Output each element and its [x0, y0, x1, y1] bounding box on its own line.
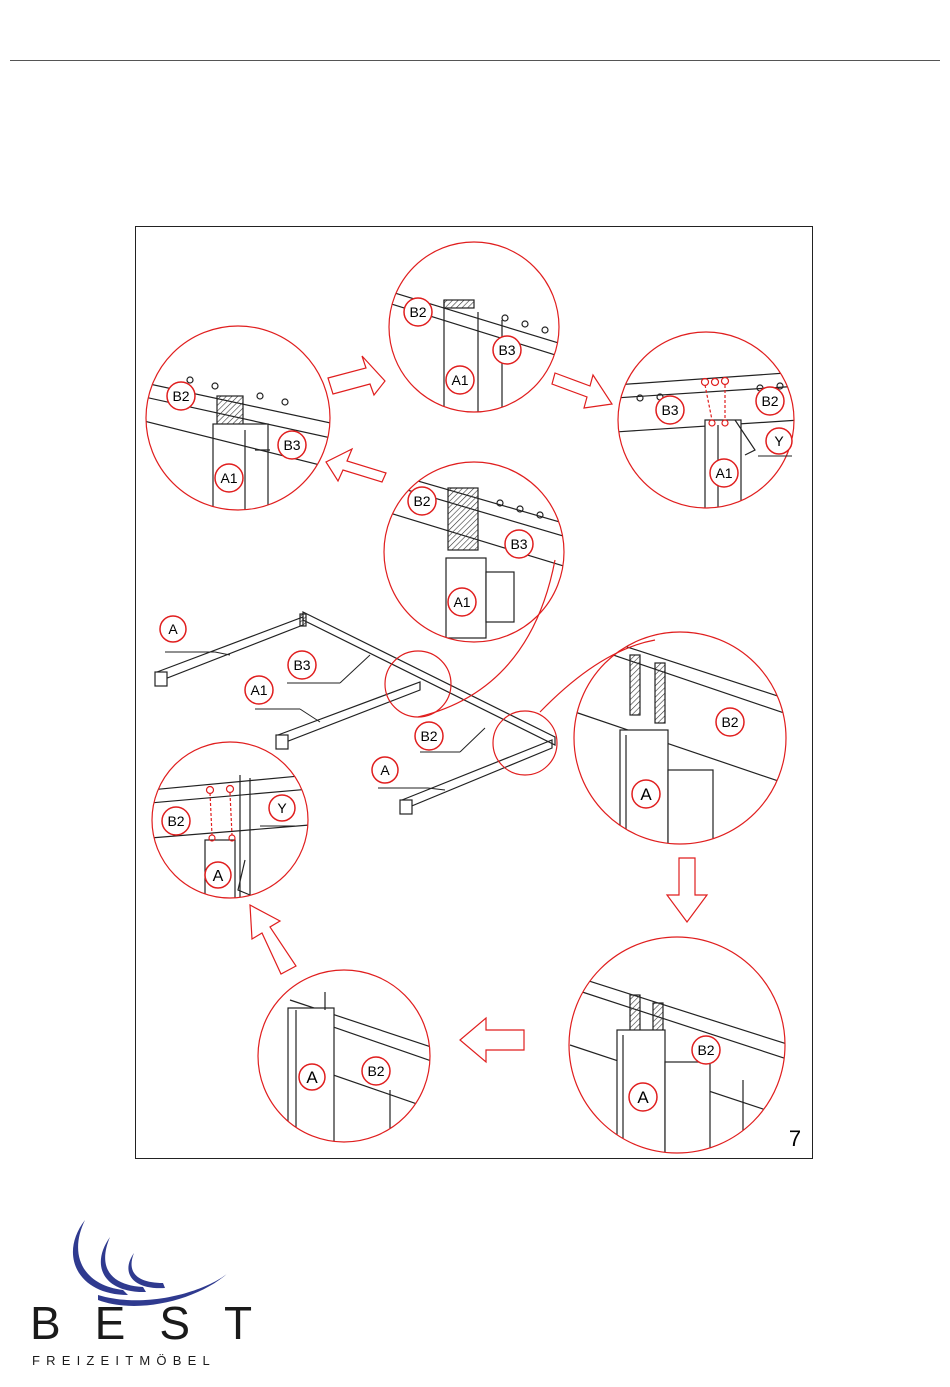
arrow-right-2 [552, 373, 612, 408]
arrow-right-1 [328, 356, 385, 395]
svg-text:B2: B2 [409, 304, 426, 320]
svg-text:B2: B2 [721, 714, 738, 730]
label-b2-c3: B2 [756, 387, 784, 415]
label-b3-c4: B3 [505, 530, 533, 558]
arrow-down-1 [667, 858, 707, 922]
svg-text:A: A [213, 868, 224, 885]
svg-text:A1: A1 [715, 465, 732, 481]
label-a-c5: A [632, 780, 660, 808]
detail-circle-5 [574, 630, 790, 850]
label-b3-c1: B3 [278, 431, 306, 459]
svg-text:A: A [380, 762, 390, 778]
svg-text:B3: B3 [293, 657, 310, 673]
svg-text:A1: A1 [220, 470, 237, 486]
brand-tagline: FREIZEITMÖBEL [32, 1354, 216, 1367]
label-b2-main: B2 [415, 722, 443, 750]
svg-text:B3: B3 [510, 536, 527, 552]
svg-text:Y: Y [774, 433, 784, 449]
label-a-c6: A [205, 862, 231, 888]
page-number: 7 [789, 1126, 801, 1151]
detail-circle-2 [385, 242, 565, 420]
label-b2-c1: B2 [167, 382, 195, 410]
label-b3-c2: B3 [493, 336, 521, 364]
wave-swoosh-logo-icon [28, 1215, 288, 1375]
svg-text:B2: B2 [172, 388, 189, 404]
arrow-up-1 [250, 905, 296, 974]
detail-circle-4 [380, 462, 570, 642]
svg-text:A1: A1 [453, 594, 470, 610]
label-a-c7: A [299, 1064, 325, 1090]
svg-text:B3: B3 [498, 342, 515, 358]
svg-text:B2: B2 [167, 813, 184, 829]
label-a-main-1: A [160, 616, 186, 642]
svg-text:A: A [168, 621, 178, 637]
svg-text:A1: A1 [451, 372, 468, 388]
label-y-c6: Y [269, 795, 295, 821]
svg-text:A: A [637, 1088, 649, 1107]
label-a1-c1: A1 [215, 464, 243, 492]
svg-text:A: A [306, 1068, 318, 1087]
svg-text:B2: B2 [761, 393, 778, 409]
label-a1-c4: A1 [448, 588, 476, 616]
detail-circle-3 [615, 332, 800, 520]
svg-text:B2: B2 [413, 493, 430, 509]
label-a1-c3: A1 [710, 459, 738, 487]
label-b2-c4: B2 [408, 487, 436, 515]
label-a1-c2: A1 [446, 366, 474, 394]
label-b2-c5: B2 [716, 708, 744, 736]
label-a-main-2: A [372, 757, 398, 783]
label-a-c8: A [629, 1083, 657, 1111]
label-b2-c2: B2 [404, 298, 432, 326]
label-b2-c6: B2 [162, 807, 190, 835]
detail-circle-8 [569, 937, 790, 1160]
svg-text:B3: B3 [661, 402, 678, 418]
svg-text:A1: A1 [250, 682, 267, 698]
label-b3-main: B3 [288, 651, 316, 679]
brand-name: BEST [30, 1300, 286, 1346]
label-y-c3: Y [766, 428, 792, 454]
svg-text:Y: Y [277, 800, 287, 816]
arrow-left-1 [326, 449, 386, 482]
svg-text:B2: B2 [367, 1063, 384, 1079]
arrow-left-2 [460, 1018, 524, 1062]
label-a1-main: A1 [245, 676, 273, 704]
svg-text:B2: B2 [420, 728, 437, 744]
svg-text:A: A [640, 785, 652, 804]
svg-text:B2: B2 [697, 1042, 714, 1058]
label-b2-c8: B2 [692, 1036, 720, 1064]
label-b3-c3: B3 [656, 396, 684, 424]
svg-text:B3: B3 [283, 437, 300, 453]
detail-circle-1 [140, 326, 340, 544]
label-b2-c7: B2 [362, 1057, 390, 1085]
detail-circle-7 [258, 970, 440, 1148]
